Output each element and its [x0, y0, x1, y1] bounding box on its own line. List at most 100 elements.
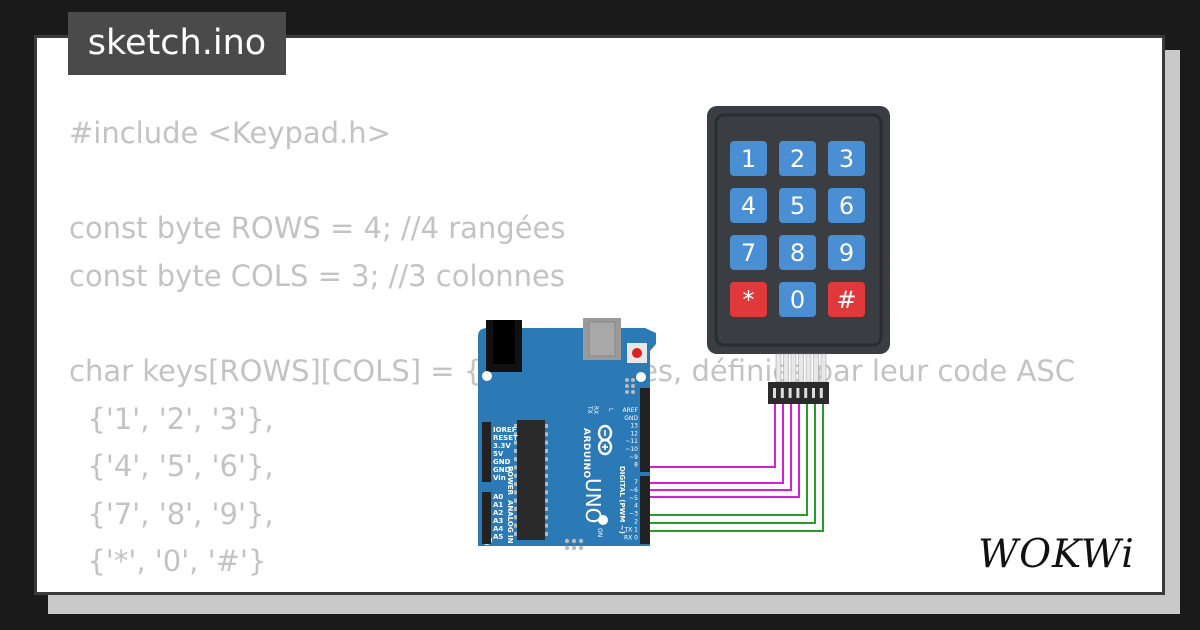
keypad-key-2[interactable]: 2: [779, 141, 816, 176]
icsp-pin: [571, 538, 577, 544]
digital-pin-label: 7: [634, 479, 638, 486]
analog-pin-label: A5: [493, 533, 503, 541]
digital-pin-label: ~9: [629, 454, 638, 461]
keypad-key-label: 5: [790, 192, 805, 220]
digital-pin-label: 8: [634, 462, 638, 469]
keypad-key-1[interactable]: 1: [730, 141, 767, 176]
digital-pin-label: 13: [630, 423, 638, 430]
keypad-key-label: *: [743, 286, 755, 314]
wire-col-1[interactable]: [648, 402, 808, 516]
digital-label: DIGITAL (PWM ~): [618, 466, 626, 534]
keypad-key-8[interactable]: 8: [779, 235, 816, 270]
code-line: {'4', '5', '6'},: [69, 449, 274, 484]
keypad-key-label: 4: [741, 192, 756, 220]
keypad-key-label: 9: [839, 239, 854, 267]
ribbon-strip: [775, 353, 782, 383]
model-label: UNO: [581, 478, 605, 523]
digital-pin-label: 4: [634, 503, 638, 510]
keypad-key-label: 1: [741, 145, 756, 173]
power-pin-label: 5V: [493, 450, 504, 458]
wire-col-2[interactable]: [648, 402, 816, 524]
keypad-key-label: 2: [790, 145, 805, 173]
digital-pin-label: AREF: [622, 407, 638, 414]
ribbon-strip: [813, 353, 819, 383]
keypad-key-label: 0: [790, 286, 805, 314]
icsp-pin: [631, 384, 635, 388]
digital-pin-label: ~5: [629, 495, 638, 502]
keypad-key-9[interactable]: 9: [828, 235, 865, 270]
digital-pin-label: 12: [630, 430, 638, 437]
power-pin-label: Vin: [493, 474, 506, 482]
keypad-wires: [646, 400, 825, 533]
keypad-key-star[interactable]: *: [730, 282, 767, 317]
keypad-key-label: 8: [790, 239, 805, 267]
icsp-pin: [625, 384, 629, 388]
keypad-key-0[interactable]: 0: [779, 282, 816, 317]
code-line: const byte COLS = 3; //3 colonnes: [69, 258, 565, 293]
keypad-key-3[interactable]: 3: [828, 141, 865, 176]
power-header: [482, 422, 491, 482]
icsp-pin: [571, 545, 577, 551]
file-name-tab[interactable]: sketch.ino: [68, 12, 286, 75]
digital-pin-label: TX 1: [624, 526, 639, 533]
keypad-key-4[interactable]: 4: [730, 188, 767, 223]
analog-pin-label: A2: [493, 509, 503, 517]
analog-pin-label: A1: [493, 501, 503, 509]
arduino-logo-icon: [597, 424, 613, 456]
keypad-key-label: #: [836, 286, 856, 314]
wokwi-logo-text: WOKWi: [978, 532, 1135, 577]
ribbon-strip: [820, 353, 827, 383]
keypad-key-label: 7: [741, 239, 756, 267]
analog-label: ANALOG IN: [506, 500, 514, 544]
wire-row-1[interactable]: [648, 402, 776, 468]
wire-col-3[interactable]: [648, 402, 824, 532]
wire-row-3[interactable]: [648, 402, 792, 491]
digital-header-bottom: [640, 476, 650, 544]
ribbon-strip: [783, 353, 789, 383]
power-pin-label: GND: [493, 466, 511, 474]
ribbon-strip: [790, 353, 797, 383]
rx-label: RX: [592, 406, 599, 414]
digital-pin-label: ~11: [625, 438, 638, 445]
wire-row-4[interactable]: [648, 402, 800, 498]
brand-label: ARDUINO: [581, 428, 591, 479]
digital-pin-label: GND: [624, 415, 638, 422]
preview-card: #include <Keypad.h> const byte ROWS = 4; …: [34, 35, 1165, 595]
icsp-pin: [631, 390, 635, 394]
code-line: const byte ROWS = 4; //4 rangées: [69, 211, 566, 246]
analog-header: [482, 492, 491, 544]
power-pin-label: 3.3V: [493, 442, 511, 450]
on-led-label: ON: [596, 528, 603, 537]
keypad-key-5[interactable]: 5: [779, 188, 816, 223]
power-pin-label: IOREF: [493, 426, 517, 434]
analog-pin-label: A3: [493, 517, 503, 525]
l-led-label: L: [607, 408, 614, 412]
keypad-key-hash[interactable]: #: [828, 282, 865, 317]
ribbon-strip: [798, 353, 804, 383]
power-label: POWER: [506, 466, 514, 496]
code-line: };: [69, 586, 1075, 593]
power-pin-label: GND: [493, 458, 511, 466]
code-line: {'1', '2', '3'},: [69, 401, 274, 436]
icsp-pin: [631, 378, 635, 382]
connector-pin: [804, 388, 808, 398]
wire-row-2[interactable]: [648, 402, 784, 484]
keypad-key-6[interactable]: 6: [828, 188, 865, 223]
code-line: #include <Keypad.h>: [69, 116, 391, 150]
keypad-key-label: 3: [839, 145, 854, 173]
connector-pin: [788, 388, 792, 398]
connector-pin: [796, 388, 800, 398]
digital-pin-label: 2: [634, 519, 638, 526]
wokwi-logo: WOKWi: [978, 532, 1135, 577]
icsp-pin: [578, 545, 584, 551]
code-line: {'7', '8', '9'},: [69, 496, 274, 531]
tx-label: TX: [586, 405, 593, 414]
icsp-pin: [564, 545, 570, 551]
power-pin-label: RESET: [493, 434, 518, 442]
digital-header-top: [640, 388, 650, 472]
icsp-pin: [578, 538, 584, 544]
keypad-key-7[interactable]: 7: [730, 235, 767, 270]
